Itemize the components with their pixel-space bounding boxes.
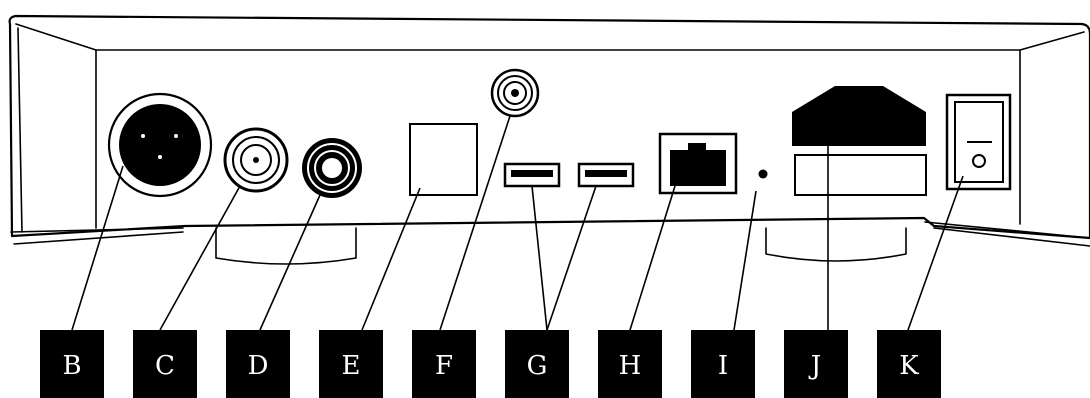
label-text-e: E [342, 351, 361, 381]
label-text-d: D [248, 351, 269, 381]
left-foot [215, 227, 357, 265]
label-f: F [412, 330, 476, 398]
leader-line-e [361, 187, 421, 331]
label-g: G [505, 330, 569, 398]
reset-pinhole-icon [758, 169, 768, 179]
label-e: E [319, 330, 383, 398]
antenna-connector-icon [490, 68, 540, 118]
label-d: D [226, 330, 290, 398]
label-text-j: J [808, 351, 821, 381]
optical-port-icon [409, 123, 478, 196]
power-inlet-icon [792, 86, 927, 196]
leader-line-g2 [546, 185, 597, 331]
label-i: I [691, 330, 755, 398]
leader-line-k [907, 175, 964, 331]
leader-line-b [71, 165, 124, 331]
rca-connector-icon [302, 138, 362, 198]
label-text-k: K [899, 351, 919, 381]
label-text-h: H [619, 351, 642, 381]
leader-line-i [733, 190, 757, 331]
ethernet-port-icon [658, 132, 738, 195]
coaxial-connector-icon [223, 127, 289, 193]
leader-line-d [259, 194, 321, 331]
power-switch-icon [945, 93, 1012, 191]
label-text-c: C [155, 351, 175, 381]
xlr-connector-icon [107, 92, 213, 198]
label-c: C [133, 330, 197, 398]
leader-line-c [159, 185, 241, 331]
leader-line-f [439, 115, 511, 331]
leader-line-g1 [531, 185, 548, 331]
leader-lines [71, 112, 964, 331]
label-k: K [877, 330, 941, 398]
label-text-g: G [527, 351, 548, 381]
label-j: J [784, 330, 848, 398]
label-h: H [598, 330, 662, 398]
label-b: B [40, 330, 104, 398]
right-foot [765, 227, 907, 262]
label-text-i: I [718, 351, 728, 381]
label-text-f: F [435, 351, 453, 381]
leader-line-h [629, 185, 676, 331]
label-text-b: B [62, 351, 81, 381]
